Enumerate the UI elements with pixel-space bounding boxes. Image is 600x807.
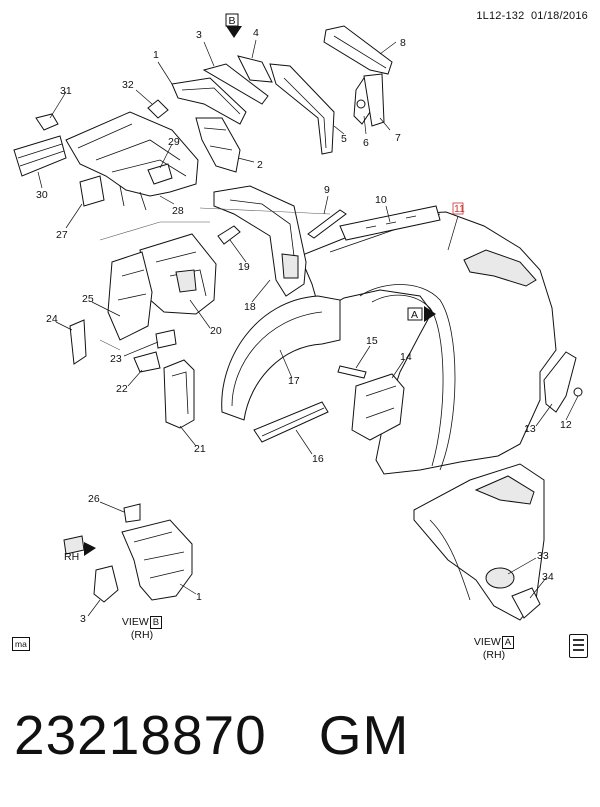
callout-29: 29: [168, 136, 180, 148]
view-b-inset: [63, 503, 193, 603]
callout-32: 32: [122, 79, 134, 91]
part-5-pillar: [269, 63, 335, 155]
callout-11: 11: [454, 203, 465, 215]
callout-labels: 1 2 3 4 5 6 7 8 9 10 11 12 13 14 15 16 1…: [36, 27, 572, 625]
callout-3: 3: [196, 29, 202, 41]
callout-34: 34: [542, 571, 554, 583]
callout-18: 18: [244, 301, 256, 313]
part-20-panel: [139, 233, 217, 315]
callout-10: 10: [375, 194, 387, 206]
view-a-word: VIEW: [473, 636, 501, 648]
part-24-bracket: [69, 319, 87, 365]
part-25-panel: [107, 251, 153, 341]
ma-badge: ma: [12, 637, 30, 651]
part-14-bracket: [351, 373, 405, 441]
part-18-pillar: [213, 185, 307, 297]
callout-30: 30: [36, 189, 48, 201]
part-10-rail-strip: [339, 205, 441, 241]
callout-15: 15: [366, 335, 378, 347]
part-22-clip: [133, 351, 161, 373]
callout-23: 23: [110, 353, 122, 365]
callout-9: 9: [324, 184, 330, 196]
callout-25: 25: [82, 293, 94, 305]
view-a-inset: [413, 463, 545, 621]
callout-19: 19: [238, 261, 250, 273]
part-27-bracket: [79, 175, 105, 207]
part-9-clip: [307, 209, 347, 239]
callout-21: 21: [194, 443, 206, 455]
view-a-letter: A: [501, 636, 515, 649]
part-15-clip: [337, 365, 367, 379]
part-23-block: [155, 329, 177, 349]
part-3-reinforcement: [202, 63, 269, 105]
diagram-header: 1L12-132 01/18/2016: [476, 10, 588, 22]
callout-1: 1: [153, 49, 159, 61]
part-31-bracket: [35, 113, 59, 131]
callout-4: 4: [253, 27, 259, 39]
part-13-bracket: [543, 351, 577, 413]
view-b-letter: B: [149, 616, 163, 629]
part-11-quarter-panel: [299, 211, 557, 475]
callout-28: 28: [172, 205, 184, 217]
rh-arrow-tag: RH: [64, 542, 96, 563]
callout-6: 6: [363, 137, 369, 149]
callout-31: 31: [60, 85, 72, 97]
part-26-bracket: [123, 503, 141, 523]
part-12-fastener: [573, 387, 583, 397]
exploded-parts-diagram: B A RH: [13, 13, 583, 625]
brand: GM: [318, 704, 410, 766]
part-1-reinforcement: [171, 77, 247, 125]
part-number: 23218870: [14, 704, 267, 766]
svg-text:RH: RH: [64, 551, 79, 563]
part-4-bracket: [237, 55, 273, 83]
callout-13: 13: [524, 423, 536, 435]
book-icon: [569, 634, 588, 658]
callout-17: 17: [288, 375, 300, 387]
part-2-panel: [195, 117, 241, 173]
callout-8: 8: [400, 37, 406, 49]
callout-3-view-b: 3: [80, 613, 86, 625]
guide-lines: [99, 207, 331, 351]
view-b-arrow: B: [225, 13, 242, 38]
part-32-plate: [147, 99, 169, 119]
part-21-panel: [163, 359, 195, 429]
part-30-rail: [13, 135, 67, 177]
svg-text:A: A: [411, 309, 418, 321]
callout-12: 12: [560, 419, 572, 431]
callout-22: 22: [116, 383, 128, 395]
callout-7: 7: [395, 132, 401, 144]
view-a-arrow: A: [407, 306, 436, 322]
callout-20: 20: [210, 325, 222, 337]
callout-5: 5: [341, 133, 347, 145]
callout-11-box: [452, 202, 464, 215]
svg-text:B: B: [229, 15, 236, 27]
part-34-bracket: [511, 587, 541, 619]
view-a-side: (RH): [482, 649, 506, 661]
callout-33: 33: [537, 550, 549, 562]
callout-14: 14: [400, 351, 412, 363]
callout-1-view-b: 1: [196, 591, 202, 603]
part-17-wheelhouse: [221, 295, 341, 421]
view-b-side: (RH): [130, 629, 154, 641]
part-19-clip: [217, 225, 241, 245]
callout-2: 2: [257, 159, 263, 171]
leader-lines: [37, 39, 579, 617]
callout-27: 27: [56, 229, 68, 241]
callout-24: 24: [46, 313, 58, 325]
diagram-code: 1L12-132: [476, 10, 525, 22]
diagram-date: 01/18/2016: [530, 10, 588, 22]
part-33-housing: [485, 567, 515, 589]
part-8-rail: [323, 25, 393, 75]
callout-26: 26: [88, 493, 100, 505]
part-16-sill: [253, 401, 329, 443]
part-7-bracket: [363, 73, 385, 127]
view-b-word: VIEW: [121, 616, 149, 628]
callout-16: 16: [312, 453, 324, 465]
footer: 23218870 GM: [14, 700, 409, 770]
